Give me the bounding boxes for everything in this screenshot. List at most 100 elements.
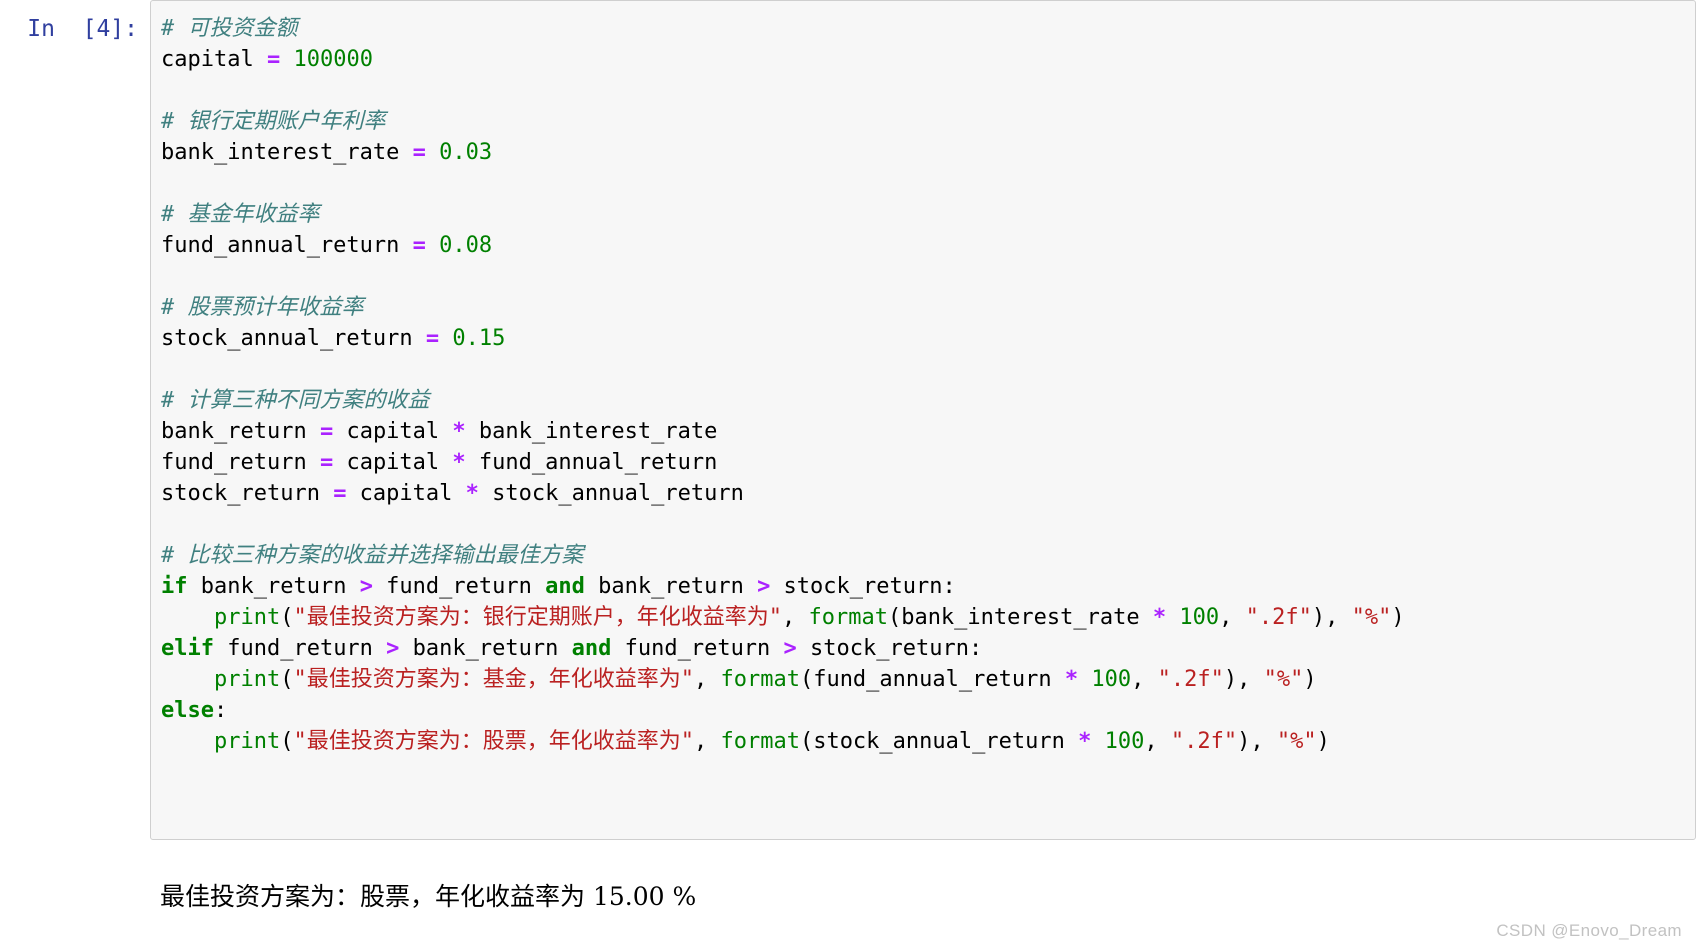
code-token: "最佳投资方案为：股票，年化收益率为" (293, 729, 694, 754)
code-token: = (319, 419, 334, 444)
code-token: "最佳投资方案为：基金，年化收益率为" (293, 667, 694, 692)
code-line: capital = 100000 (161, 44, 1695, 75)
code-token (1078, 667, 1091, 692)
code-token: ".2f" (1170, 729, 1238, 754)
code-token: , (1219, 605, 1246, 630)
code-line: ​ (161, 354, 1695, 385)
code-token: ), (1237, 729, 1277, 754)
code-token: > (783, 636, 797, 661)
code-token: elif (161, 636, 214, 661)
code-token: "%" (1276, 729, 1317, 754)
code-token: stock_return: (770, 574, 956, 599)
code-token: "%" (1263, 667, 1304, 692)
code-line: print("最佳投资方案为：股票，年化收益率为", format(stock_… (161, 726, 1695, 757)
code-token: capital (346, 481, 466, 506)
code-line: bank_return = capital * bank_interest_ra… (161, 416, 1695, 447)
code-token: print (213, 667, 281, 692)
code-token: ( (280, 667, 294, 692)
code-token: stock_annual_return (161, 326, 426, 351)
code-token: "最佳投资方案为：银行定期账户，年化收益率为" (293, 605, 782, 630)
code-line: else: (161, 695, 1695, 726)
code-token: : (213, 698, 228, 723)
code-token: , (693, 667, 721, 692)
code-line: fund_return = capital * fund_annual_retu… (161, 447, 1695, 478)
code-line: print("最佳投资方案为：银行定期账户，年化收益率为", format(ba… (161, 602, 1695, 633)
code-line: # 基金年收益率 (161, 199, 1695, 230)
code-token: "%" (1351, 605, 1392, 630)
code-token: and (545, 574, 585, 599)
code-token: = (333, 481, 347, 506)
code-token: ".2f" (1157, 667, 1224, 692)
code-token: ) (1316, 729, 1330, 754)
code-token: else (161, 698, 214, 723)
code-token: fund_return (213, 636, 387, 661)
code-token: 0.08 (439, 233, 493, 258)
code-line: # 股票预计年收益率 (161, 292, 1695, 323)
code-token: > (359, 574, 373, 599)
code-token (161, 605, 214, 630)
code-line: # 银行定期账户年利率 (161, 106, 1695, 137)
code-token: bank_return (399, 636, 572, 661)
code-token: * (452, 450, 466, 475)
code-token: # 股票预计年收益率 (161, 295, 364, 320)
code-token: ) (1391, 605, 1405, 630)
code-token: # 比较三种方案的收益并选择输出最佳方案 (161, 543, 584, 568)
code-token: = (412, 233, 426, 258)
code-token: capital (333, 419, 453, 444)
code-token (426, 233, 439, 258)
code-token: (fund_annual_return (799, 667, 1065, 692)
code-token: * (1078, 729, 1092, 754)
code-token: ), (1311, 605, 1352, 630)
code-token: , (693, 729, 721, 754)
input-prompt: In [4]: (27, 16, 138, 42)
code-token: , (1131, 667, 1158, 692)
code-token: ".2f" (1245, 605, 1312, 630)
code-token: * (465, 481, 479, 506)
code-token: > (757, 574, 771, 599)
code-token: bank_interest_rate (465, 419, 718, 444)
code-token (1091, 729, 1104, 754)
code-token: # 基金年收益率 (161, 202, 320, 227)
code-token (161, 729, 214, 754)
code-token: print (213, 729, 281, 754)
code-line: print("最佳投资方案为：基金，年化收益率为", format(fund_a… (161, 664, 1695, 695)
code-token: (bank_interest_rate (887, 605, 1153, 630)
code-token: ( (280, 605, 294, 630)
code-token: # 可投资金额 (161, 16, 298, 41)
code-token (426, 140, 439, 165)
code-line: # 计算三种不同方案的收益 (161, 385, 1695, 416)
output-stdout-text: 最佳投资方案为：股票，年化收益率为 15.00 % (160, 882, 697, 911)
output-area: 最佳投资方案为：股票，年化收益率为 15.00 % (0, 880, 1696, 914)
code-token: fund_return (611, 636, 784, 661)
code-line: # 可投资金额 (161, 13, 1695, 44)
code-token: # 计算三种不同方案的收益 (161, 388, 430, 413)
code-token: fund_annual_return (161, 233, 413, 258)
code-token: 0.03 (439, 140, 493, 165)
code-token: * (452, 419, 466, 444)
code-token (280, 47, 293, 72)
code-token: capital (161, 47, 267, 72)
code-line: ​ (161, 75, 1695, 106)
code-token: 100 (1104, 729, 1145, 754)
code-token: , (1144, 729, 1171, 754)
code-line: if bank_return > fund_return and bank_re… (161, 571, 1695, 602)
code-token (161, 667, 214, 692)
code-token: , (781, 605, 809, 630)
code-token: stock_return (161, 481, 334, 506)
code-token: = (412, 140, 426, 165)
code-token: format (808, 605, 888, 630)
code-line: ​ (161, 509, 1695, 540)
code-token (439, 326, 452, 351)
code-token (1166, 605, 1179, 630)
code-token: (stock_annual_return (799, 729, 1079, 754)
code-line: stock_return = capital * stock_annual_re… (161, 478, 1695, 509)
code-token: 100 (1091, 667, 1132, 692)
code-token: = (266, 47, 281, 72)
code-token: fund_return (372, 574, 546, 599)
code-token: > (386, 636, 400, 661)
code-line: fund_annual_return = 0.08 (161, 230, 1695, 261)
